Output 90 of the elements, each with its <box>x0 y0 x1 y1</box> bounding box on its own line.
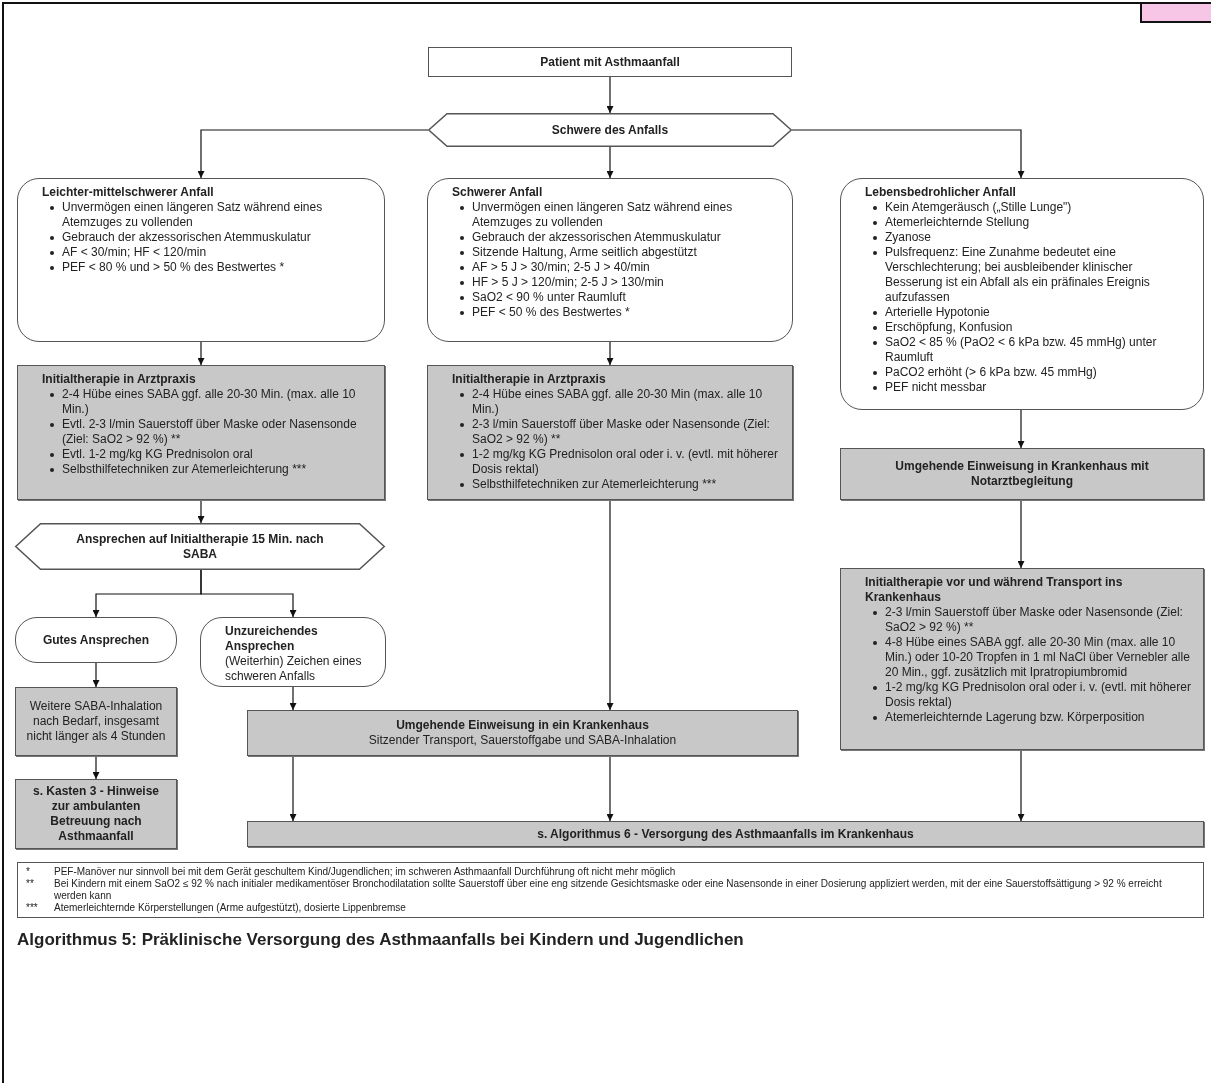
bullet-item: PEF < 80 % und > 50 % des Bestwertes * <box>62 260 285 274</box>
process-box <box>427 365 793 500</box>
arrow <box>92 662 100 688</box>
bullet-item: Evtl. 1-2 mg/kg KG Prednisolon oral <box>62 447 253 461</box>
bullet-item: Zyanose <box>885 230 932 244</box>
bullet-item: AF > 5 J > 30/min; 2-5 J > 40/min <box>472 260 650 274</box>
box-heading: Initialtherapie vor und während Transport ins Krankenhaus <box>865 575 1124 605</box>
box-heading: Initialtherapie in Arztpraxis <box>42 372 197 387</box>
bullet-item: Evtl. 2-3 l/min Sauerstoff über Maske oder Nasensonde (Ziel: SaO2 > 92 %) ** <box>62 417 357 446</box>
process-box <box>428 47 792 77</box>
bullet-item: Gebrauch der akzessorischen Atemmuskulatur <box>472 230 721 244</box>
arrow <box>791 129 1025 179</box>
rounded-box <box>200 617 386 687</box>
arrow <box>197 499 205 524</box>
box-heading: Schwerer Anfall <box>452 185 544 200</box>
footnote-marker: ** <box>26 878 35 891</box>
box-heading: Initialtherapie in Arztpraxis <box>452 372 607 387</box>
arrow <box>1017 409 1025 449</box>
box-label: Schwere des Anfalls <box>551 122 669 138</box>
rounded-box <box>840 178 1204 410</box>
bullet-item: Selbsthilfetechniken zur Atemerleichterung *** <box>62 462 307 476</box>
process-box <box>247 710 798 756</box>
arrow <box>197 129 429 179</box>
caption: Algorithmus 5: Präklinische Versorgung des Asthmaanfalls bei Kindern und Jugendlichen <box>17 930 744 950</box>
bullet-item: 2-3 l/min Sauerstoff über Maske oder Nasensonde (Ziel: SaO2 > 92 %) ** <box>472 417 770 446</box>
bullet-item: HF > 5 J > 120/min; 2-5 J > 130/min <box>472 275 664 289</box>
box-text: Weitere SABA-Inhalation nach Bedarf, insgesamt nicht länger als 4 Stunden <box>25 699 167 744</box>
decision-hexagon <box>428 113 792 147</box>
bullet-item: Atemerleichternde Lagerung bzw. Körperposition <box>885 710 1145 724</box>
arrow <box>1017 749 1025 822</box>
box-heading: Leichter-mittelschwerer Anfall <box>42 185 215 200</box>
bullet-item: 4-8 Hübe eines SABA ggf. alle 20-30 Min (max. alle 10 Min.) oder 10-20 Tropfen in 1 ml NaCl über Vernebler alle 20 Min., ggf. zusätzlich mit Ipratropiumbromid <box>885 635 1190 679</box>
bullet-item: Atemerleichternde Stellung <box>885 215 1030 229</box>
footnote-text: Bei Kindern mit einem SaO2 ≤ 92 % nach initialer medikamentöser Bronchodilatation sollte Sauerstoff über eine eng sitzende Gesichtsmaske oder eine Nasensonde in einer Dosierung appliziert werden, mit der eine Sauerstoffsättigung > 92 % erreicht werden kann <box>54 878 1163 902</box>
bullet-item: Unvermögen einen längeren Satz während eines Atemzuges zu vollenden <box>472 200 733 229</box>
bullet-item: Unvermögen einen längeren Satz während eines Atemzuges zu vollenden <box>62 200 323 229</box>
bullet-item: 2-4 Hübe eines SABA ggf. alle 20-30 Min (max. alle 10 Min.) <box>472 387 763 416</box>
rounded-box <box>15 617 177 663</box>
arrow <box>289 755 297 822</box>
box-label: Gutes Ansprechen <box>42 632 150 648</box>
arrow <box>1017 499 1025 569</box>
process-box <box>15 779 177 849</box>
box-label: Patient mit Asthmaanfall <box>540 54 680 70</box>
bullet-item: Gebrauch der akzessorischen Atemmuskulatur <box>62 230 311 244</box>
footnote-marker: * <box>26 866 31 878</box>
bullet-item: AF < 30/min; HF < 120/min <box>62 245 207 259</box>
bullet-item: SaO2 < 90 % unter Raumluft <box>472 290 626 304</box>
bullet-item: PaCO2 erhöht (> 6 kPa bzw. 45 mmHg) <box>885 365 1097 379</box>
arrow <box>289 686 297 711</box>
bullet-item: 2-3 l/min Sauerstoff über Maske oder Nasensonde (Ziel: SaO2 > 92 %) ** <box>885 605 1183 634</box>
arrow <box>200 569 297 618</box>
rounded-box <box>427 178 793 342</box>
box-label: Umgehende Einweisung in Krankenhaus mit Notarztbegleitung <box>894 459 1150 489</box>
box-text: Sitzender Transport, Sauerstoffgabe und SABA-Inhalation <box>368 733 677 748</box>
box-label: s. Algorithmus 6 - Versorgung des Asthmaanfalls im Krankenhaus <box>537 826 914 842</box>
rounded-box <box>17 178 385 342</box>
arrow <box>606 499 614 711</box>
box-heading: Umgehende Einweisung in ein Krankenhaus <box>396 718 649 733</box>
bullet-item: SaO2 < 85 % (PaO2 < 6 kPa bzw. 45 mmHg) unter Raumluft <box>885 335 1157 364</box>
bullet-item: Pulsfrequenz: Eine Zunahme bedeutet eine Verschlechterung; bei ausbleibender klinischer Besserung ist ein Abfall als ein präfinales Ereignis aufzufassen <box>885 245 1150 304</box>
bullet-item: PEF < 50 % des Bestwertes * <box>472 305 630 319</box>
process-box <box>840 568 1204 750</box>
process-box <box>17 365 385 500</box>
arrow <box>606 76 614 114</box>
bullet-item: 1-2 mg/kg KG Prednisolon oral oder i. v. (evtl. mit höherer Dosis rektal) <box>885 680 1191 709</box>
arrow <box>606 341 614 366</box>
bullet-item: Arterielle Hypotonie <box>885 305 990 319</box>
box-label: s. Kasten 3 - Hinweise zur ambulanten Betreuung nach Asthmaanfall <box>31 784 160 844</box>
bullet-item: 1-2 mg/kg KG Prednisolon oral oder i. v. (evtl. mit höherer Dosis rektal) <box>472 447 778 476</box>
arrow <box>606 146 614 179</box>
arrow <box>606 755 614 822</box>
process-box <box>15 687 177 756</box>
bullet-item: 2-4 Hübe eines SABA ggf. alle 20-30 Min. (max. alle 10 Min.) <box>62 387 356 416</box>
footnote-text: PEF-Manöver nur sinnvoll bei mit dem Gerät geschultem Kind/Jugendlichen; im schweren Asthmaanfall Durchführung oft nicht mehr möglich <box>54 866 677 878</box>
box-heading: Unzureichendes Ansprechen <box>225 624 319 654</box>
bullet-item: Sitzende Haltung, Arme seitlich abgestützt <box>472 245 697 259</box>
arrow <box>92 755 100 780</box>
box-text: (Weiterhin) Zeichen eines schweren Anfalls <box>225 654 363 684</box>
bullet-item: Selbsthilfetechniken zur Atemerleichterung *** <box>472 477 717 491</box>
box-label: Ansprechen auf Initialtherapie 15 Min. nach SABA <box>75 531 325 562</box>
bullet-item: Erschöpfung, Konfusion <box>885 320 1013 334</box>
arrow <box>197 341 205 366</box>
footnote-text: Atemerleichternde Körperstellungen (Arme aufgestützt), dosierte Lippenbremse <box>54 902 407 914</box>
decision-hexagon <box>15 523 385 570</box>
process-box <box>247 821 1204 847</box>
footnote-marker: *** <box>26 902 39 914</box>
bullet-item: Kein Atemgeräusch („Stille Lunge") <box>885 200 1072 214</box>
bullet-item: PEF nicht messbar <box>885 380 987 394</box>
box-heading: Lebensbedrohlicher Anfall <box>865 185 1017 200</box>
process-box <box>840 448 1204 500</box>
